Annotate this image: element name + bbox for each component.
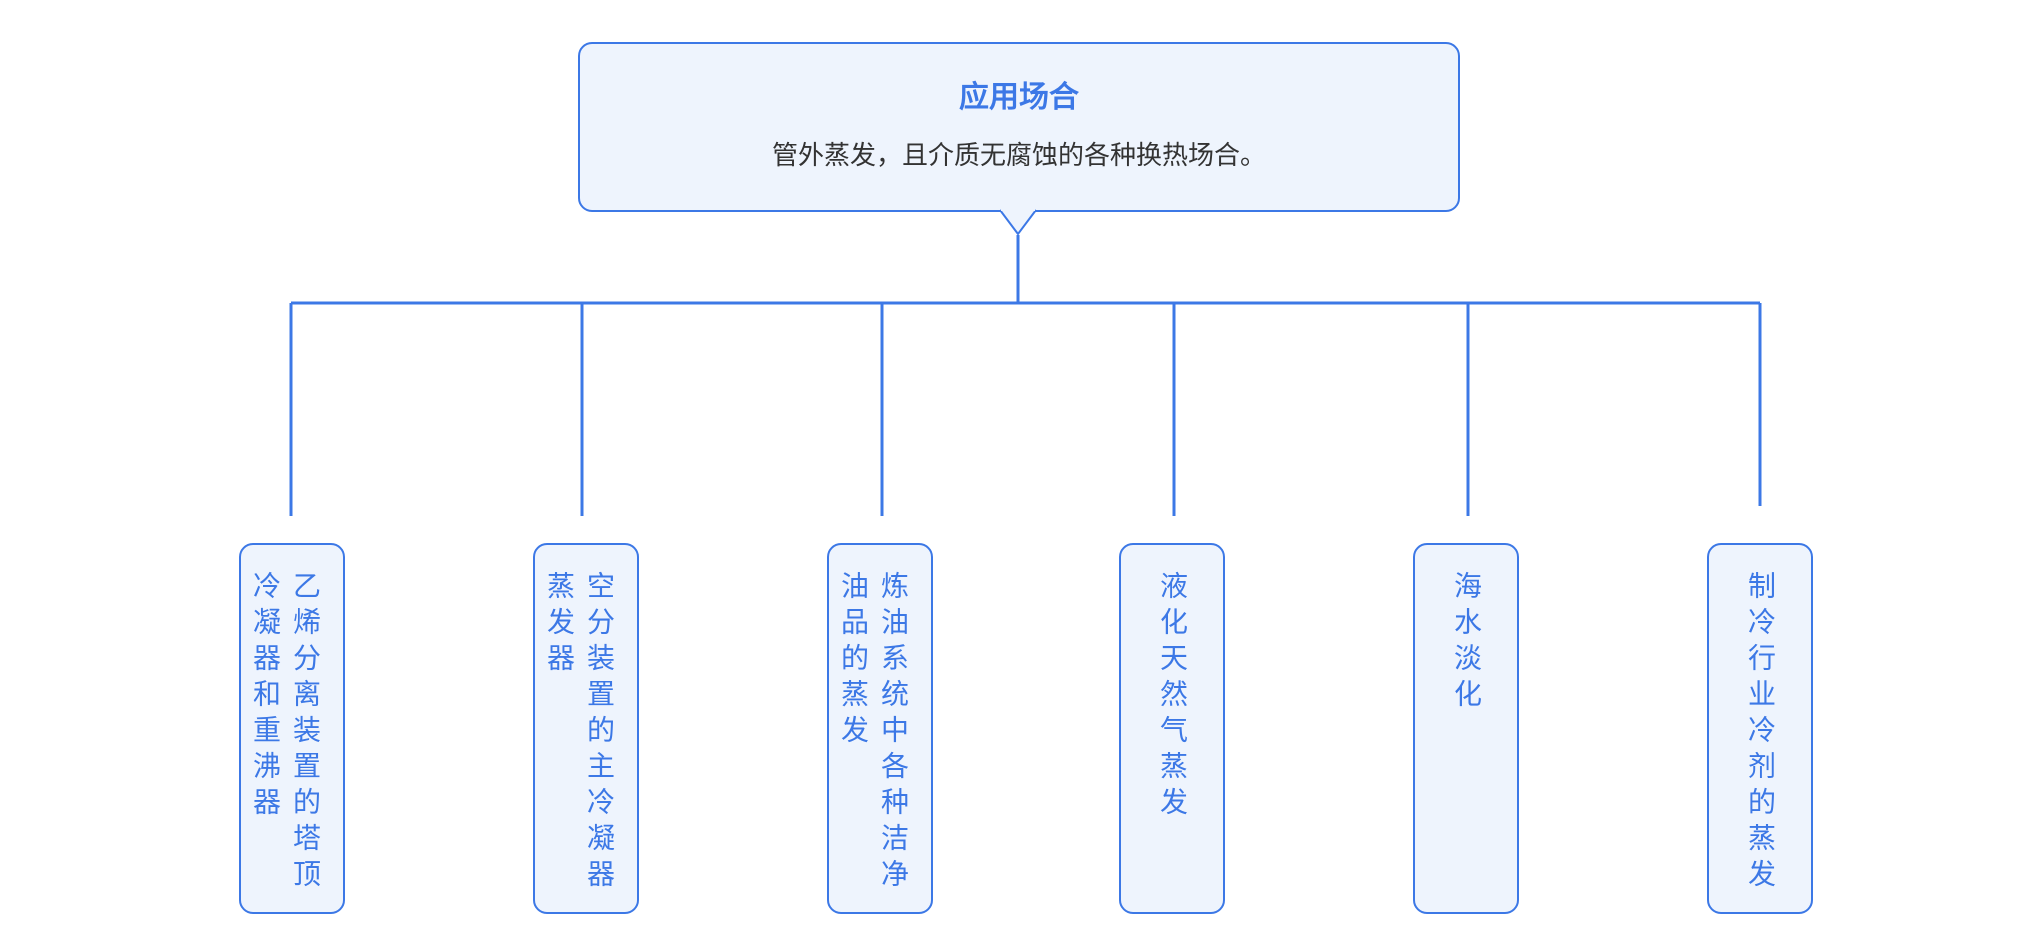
leaf-label: 海水淡化 — [1450, 571, 1483, 715]
leaf-node-air-separation: 空分装置的主冷凝器蒸发器 — [533, 543, 639, 914]
leaf-label: 液化天然气蒸发 — [1156, 571, 1189, 823]
root-callout-pointer — [999, 208, 1037, 236]
leaf-node-refrigeration: 制冷行业冷剂的蒸发 — [1707, 543, 1813, 914]
leaf-node-lng: 液化天然气蒸发 — [1119, 543, 1225, 914]
leaf-label: 制冷行业冷剂的蒸发 — [1744, 571, 1777, 895]
root-title: 应用场合 — [959, 80, 1079, 115]
leaf-node-refinery: 炼油系统中各种洁净油品的蒸发 — [827, 543, 933, 914]
leaf-label: 空分装置的主冷凝器蒸发器 — [543, 571, 616, 895]
leaf-node-desalination: 海水淡化 — [1413, 543, 1519, 914]
leaf-node-ethylene: 乙烯分离装置的塔顶冷凝器和重沸器 — [239, 543, 345, 914]
leaf-label: 炼油系统中各种洁净油品的蒸发 — [837, 571, 910, 895]
root-description: 管外蒸发，且介质无腐蚀的各种换热场合。 — [771, 141, 1266, 171]
root-node: 应用场合 管外蒸发，且介质无腐蚀的各种换热场合。 — [578, 42, 1460, 212]
leaf-label: 乙烯分离装置的塔顶冷凝器和重沸器 — [249, 571, 322, 895]
